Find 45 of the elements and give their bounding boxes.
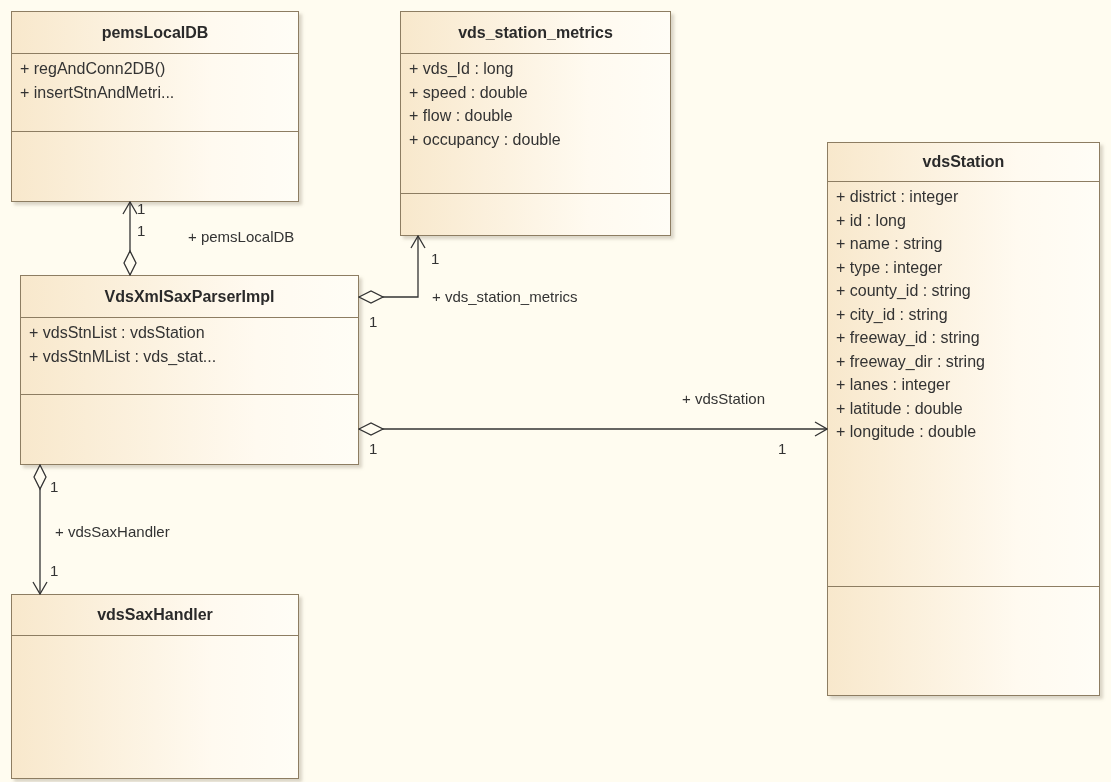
- multiplicity-label: 1: [369, 313, 378, 330]
- role-label: + pemsLocalDB: [188, 228, 295, 245]
- class-box: [400, 11, 671, 236]
- class-member: + vdsStnMList : vds_stat...: [29, 346, 218, 367]
- class-member: + id : long: [836, 210, 907, 231]
- aggregation-arrow: [122, 201, 138, 276]
- class-member: + city_id : string: [836, 304, 949, 325]
- role-label: + vdsStation: [682, 390, 765, 407]
- class-box: [827, 142, 1100, 696]
- class-member: + flow : double: [409, 106, 514, 126]
- class-member: + type : integer: [836, 257, 944, 278]
- class-name: VdsXmlSaxParserImpl: [21, 276, 358, 318]
- class-name: vds_station_metrics: [401, 12, 670, 54]
- class-member: + insertStnAndMetri...: [20, 82, 176, 103]
- class-member: + regAndConn2DB(): [20, 59, 167, 79]
- class-member: + longitude : double: [836, 422, 978, 442]
- role-label: + vdsSaxHandler: [55, 523, 170, 540]
- aggregation-arrow: [358, 421, 828, 437]
- class-member: + speed : double: [409, 82, 529, 103]
- class-box: [11, 594, 299, 779]
- aggregation-arrow: [358, 235, 426, 304]
- class-box: [20, 275, 359, 465]
- aggregation-arrow: [32, 464, 48, 595]
- class-box: [11, 11, 299, 202]
- multiplicity-label: 1: [50, 562, 59, 579]
- class-member: + vdsStnList : vdsStation: [29, 323, 206, 343]
- class-name: vdsStation: [828, 143, 1099, 182]
- class-member: + occupancy : double: [409, 129, 562, 150]
- class-member: + district : integer: [836, 187, 960, 207]
- class-member: + name : string: [836, 234, 944, 254]
- class-member: + freeway_dir : string: [836, 351, 986, 372]
- multiplicity-label: 1: [50, 478, 59, 495]
- class-member: + county_id : string: [836, 281, 972, 301]
- multiplicity-label: 1: [137, 222, 146, 239]
- multiplicity-label: 1: [369, 440, 378, 457]
- multiplicity-label: 1: [137, 200, 146, 217]
- class-member: + lanes : integer: [836, 375, 952, 395]
- class-name: vdsSaxHandler: [12, 595, 298, 636]
- class-member: + latitude : double: [836, 398, 964, 419]
- class-name: pemsLocalDB: [12, 12, 298, 54]
- class-member: + vds_Id : long: [409, 59, 515, 79]
- class-member: + freeway_id : string: [836, 328, 981, 348]
- multiplicity-label: 1: [778, 440, 787, 457]
- multiplicity-label: 1: [431, 250, 440, 267]
- role-label: + vds_station_metrics: [432, 288, 578, 305]
